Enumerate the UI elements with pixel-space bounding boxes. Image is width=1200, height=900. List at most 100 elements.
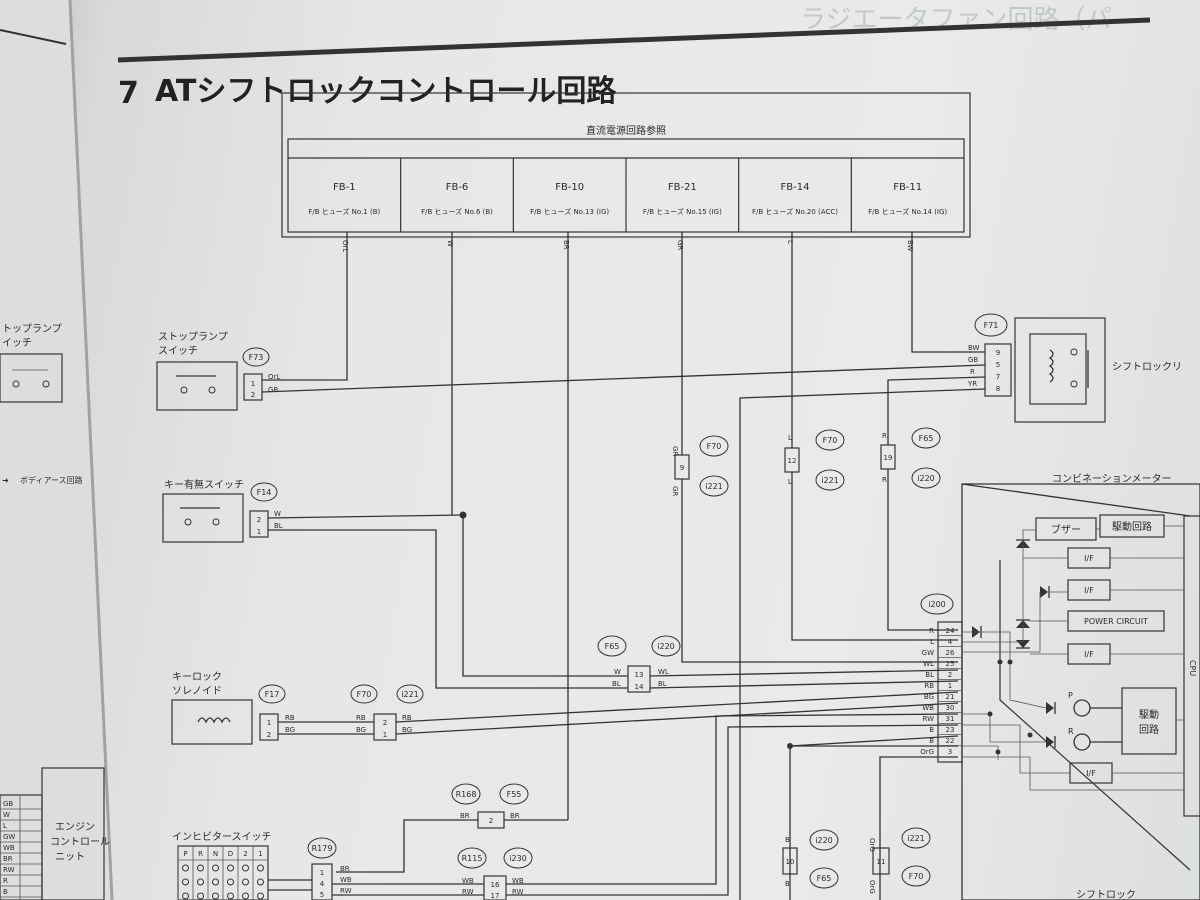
stoplamp-connector: F73 [249,353,264,362]
meter-wire [962,592,1041,653]
shiftlock-connector: F71 [984,321,999,330]
connector-label: R115 [462,854,483,863]
if-label: I/F [1086,769,1096,778]
inline-connector [782,847,798,875]
connector-label: F65 [817,874,832,883]
switch-contact [180,386,188,394]
junction-dot [995,749,1001,755]
i200-pin-label: 26 [946,649,955,657]
if-label: I/F [1084,586,1094,595]
i200-pin-label: 30 [946,704,955,712]
connector-badge [258,684,286,704]
left-table-cell: WB [3,844,15,852]
fuse-code: FB-21 [668,182,697,193]
wire-label: BG [402,726,412,734]
pin-label: 5 [996,361,1000,369]
stoplamp-label-1: ストップランプ [158,331,228,343]
left-stoplamp-label-1: トップランプ [2,323,62,335]
engine-control-unit-box [41,767,105,900]
wire-key-w [267,514,464,519]
fuse-wire-label: W [446,240,454,247]
pin-label: 1 [320,869,324,877]
i200-wire-label: OrG [920,748,934,756]
lamp-r-icon [1073,733,1091,751]
i200-wire-label: RW [922,715,934,723]
wire-label: BL [612,680,621,688]
inhibitor-position: P [183,850,187,858]
meter-wire [962,631,1047,709]
body-earth-label: ボディアース回路 [20,475,83,485]
connector-label: i220 [657,642,675,651]
inhibitor-contact [227,864,234,872]
connector-label: F65 [919,434,934,443]
drive-circuit-2-label-a: 駆動 [1139,708,1159,721]
inhibitor-contact [242,892,249,900]
fuse-wire-label: L [786,240,794,244]
left-switch-contact [12,380,20,388]
wire-label: R [970,368,975,376]
power-circuit-label: POWER CIRCUIT [1084,617,1148,626]
pin-label: 2 [383,719,387,727]
wire-l-down [791,472,958,641]
connector-badge [901,827,931,849]
fuse-description: F/B ヒューズ No.14 (IG) [868,207,947,216]
inhibitor-contact [212,892,219,900]
inhibitor-contact [227,878,234,886]
wire-label: RW [512,888,524,896]
inhibitor-contact [257,892,264,900]
i200-wire-label: BG [924,693,934,701]
i200-pin-label: 21 [946,693,955,701]
i200-wire-label: RB [924,682,934,690]
connector-label: i221 [907,834,925,843]
inhibitor-position: R [198,850,203,858]
wire-wl [649,669,959,677]
pin-label: 2 [489,817,493,825]
left-table-cell: R [3,877,8,885]
wire-label: BG [285,726,295,734]
left-table-cell: GW [3,833,15,841]
wire-label: OrG [868,880,876,894]
shiftlock-bottom-label: シフトロック [1076,889,1136,900]
pin-label: 13 [635,671,644,679]
coil-icon [197,717,231,724]
i200-pin-label: 2 [948,671,952,679]
fuse-panel-heading: 直流電源回路参照 [586,124,666,137]
inhibitor-contact [242,864,249,872]
connector-badge [457,847,487,869]
meter-bezel [961,483,1191,517]
left-table-cell: B [3,888,8,896]
inhibitor-contact [212,878,219,886]
connector-badge [499,783,529,805]
left-table-cell: W [3,811,10,819]
connector-label: F70 [357,690,372,699]
inline-connector [872,847,890,875]
if-label: I/F [1084,554,1094,563]
connector-label: R168 [456,790,477,799]
section-number: 7 [118,76,139,111]
wire-w-to-mid [462,515,628,677]
buzzer-label: ブザー [1051,523,1081,536]
combination-meter-box [961,483,1200,900]
contact-icon [1070,348,1078,356]
shiftlock-connector-box [984,343,1012,397]
wire-label: RW [340,887,352,895]
switch-contact [184,518,192,526]
cpu-label: CPU [1188,660,1197,676]
stoplamp-connector-box [243,373,263,401]
pin-label: 14 [635,683,644,691]
wire-orl [262,232,348,381]
inhibitor-contact [182,878,189,886]
i200-pin-label: 23 [946,726,955,734]
inhibitor-contact [197,878,204,886]
connector-badge [699,475,729,497]
shiftlock-solenoid-box [1014,317,1106,423]
connector-badge [911,467,941,489]
pin-label: 10 [786,858,795,866]
fuse-wire-label: OrL [341,240,349,252]
cpu-box [1183,515,1200,817]
connector-badge [901,865,931,887]
wire-label: W [274,510,281,518]
wire-b [789,735,959,747]
wire-label: GR [671,446,679,456]
